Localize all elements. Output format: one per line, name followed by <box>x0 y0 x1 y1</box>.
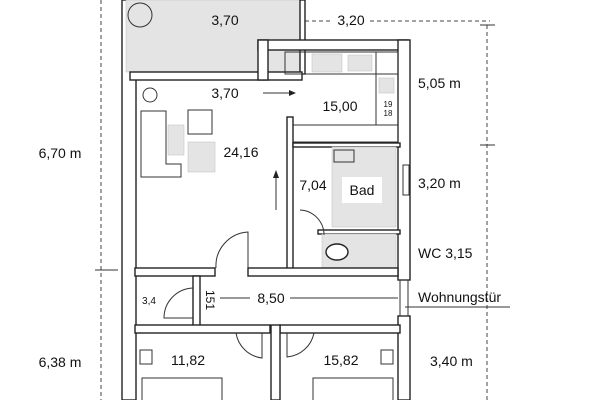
balcony-rail <box>299 0 306 75</box>
side-table <box>167 124 185 156</box>
sink <box>347 54 373 72</box>
right-upper-dimension: 5,05 m <box>418 75 461 91</box>
living-door-swing <box>215 231 249 269</box>
bedroom-right-cabinet <box>380 349 394 365</box>
bedroom-wall-left <box>134 324 271 334</box>
bedroom-left-door-swing <box>235 332 263 359</box>
living-area: 24,16 <box>223 144 258 160</box>
appliance-label-top: 19 <box>384 100 393 109</box>
door-width: 151 <box>203 290 217 310</box>
east-wall-upper <box>397 39 411 281</box>
plant-icon <box>142 87 158 103</box>
north-wall <box>257 39 409 51</box>
storage-wall <box>192 275 201 327</box>
right-middle-dimension: 3,20 m <box>418 175 461 191</box>
bedroom-wall-right <box>279 324 401 334</box>
bath-label-bg <box>342 177 382 203</box>
balcony <box>125 0 303 73</box>
dimension-lines <box>95 0 510 400</box>
bath-window <box>402 164 410 196</box>
toilet <box>325 243 349 261</box>
entrance-label: Wohnungstür <box>418 289 501 305</box>
storage-area: 3,4 <box>142 296 156 307</box>
dim-label-bg <box>415 72 485 92</box>
top-dimension: 3,20 <box>337 12 364 28</box>
bedroom-left-cabinet <box>139 349 153 365</box>
bedroom-partition <box>270 324 281 400</box>
hall-area: 8,50 <box>257 290 284 306</box>
fridge <box>378 77 395 94</box>
appliance-label-bottom: 18 <box>384 109 393 118</box>
left-upper-dimension: 6,70 m <box>39 145 82 161</box>
arrow-up-icon <box>273 170 279 178</box>
bed-right <box>312 377 394 400</box>
arrow-right-icon <box>289 90 296 96</box>
balcony-plant-icon <box>127 2 153 28</box>
west-wall <box>121 0 137 400</box>
bedroom-right-door-swing <box>286 332 315 358</box>
bath-door-swing <box>299 209 325 236</box>
right-lower-dimension: 3,40 m <box>430 353 473 369</box>
dim-label-bg <box>36 142 86 162</box>
balcony-area: 3,70 <box>211 12 238 28</box>
washbasin <box>333 149 355 163</box>
balcony-wall <box>129 71 303 81</box>
sofa <box>140 110 182 178</box>
kitchen-partition-wall <box>286 116 294 270</box>
armchair <box>187 109 213 135</box>
bath-wall-top <box>292 142 401 148</box>
entrance-door <box>399 279 409 317</box>
north-wall-step <box>257 39 269 81</box>
stove <box>311 53 343 73</box>
coffee-table <box>187 141 216 173</box>
hall-wall-right <box>247 267 399 277</box>
left-lower-dimension: 6,38 m <box>39 354 82 370</box>
bed-left <box>141 377 223 400</box>
wc-label: WC 3,15 <box>418 245 473 261</box>
storage-door-swing <box>163 287 194 319</box>
kitchen-counter-bottom <box>291 124 399 143</box>
bath-area: 7,04 <box>299 177 326 193</box>
bedroom-left-area: 11,82 <box>171 352 205 368</box>
hall-wall-left <box>134 267 216 277</box>
living-width: 3,70 <box>211 85 238 101</box>
bath-name: Bad <box>350 182 375 198</box>
wc-wall-top <box>317 229 401 235</box>
kitchen-area: 15,00 <box>322 98 357 114</box>
bedroom-right-area: 15,82 <box>323 352 358 368</box>
